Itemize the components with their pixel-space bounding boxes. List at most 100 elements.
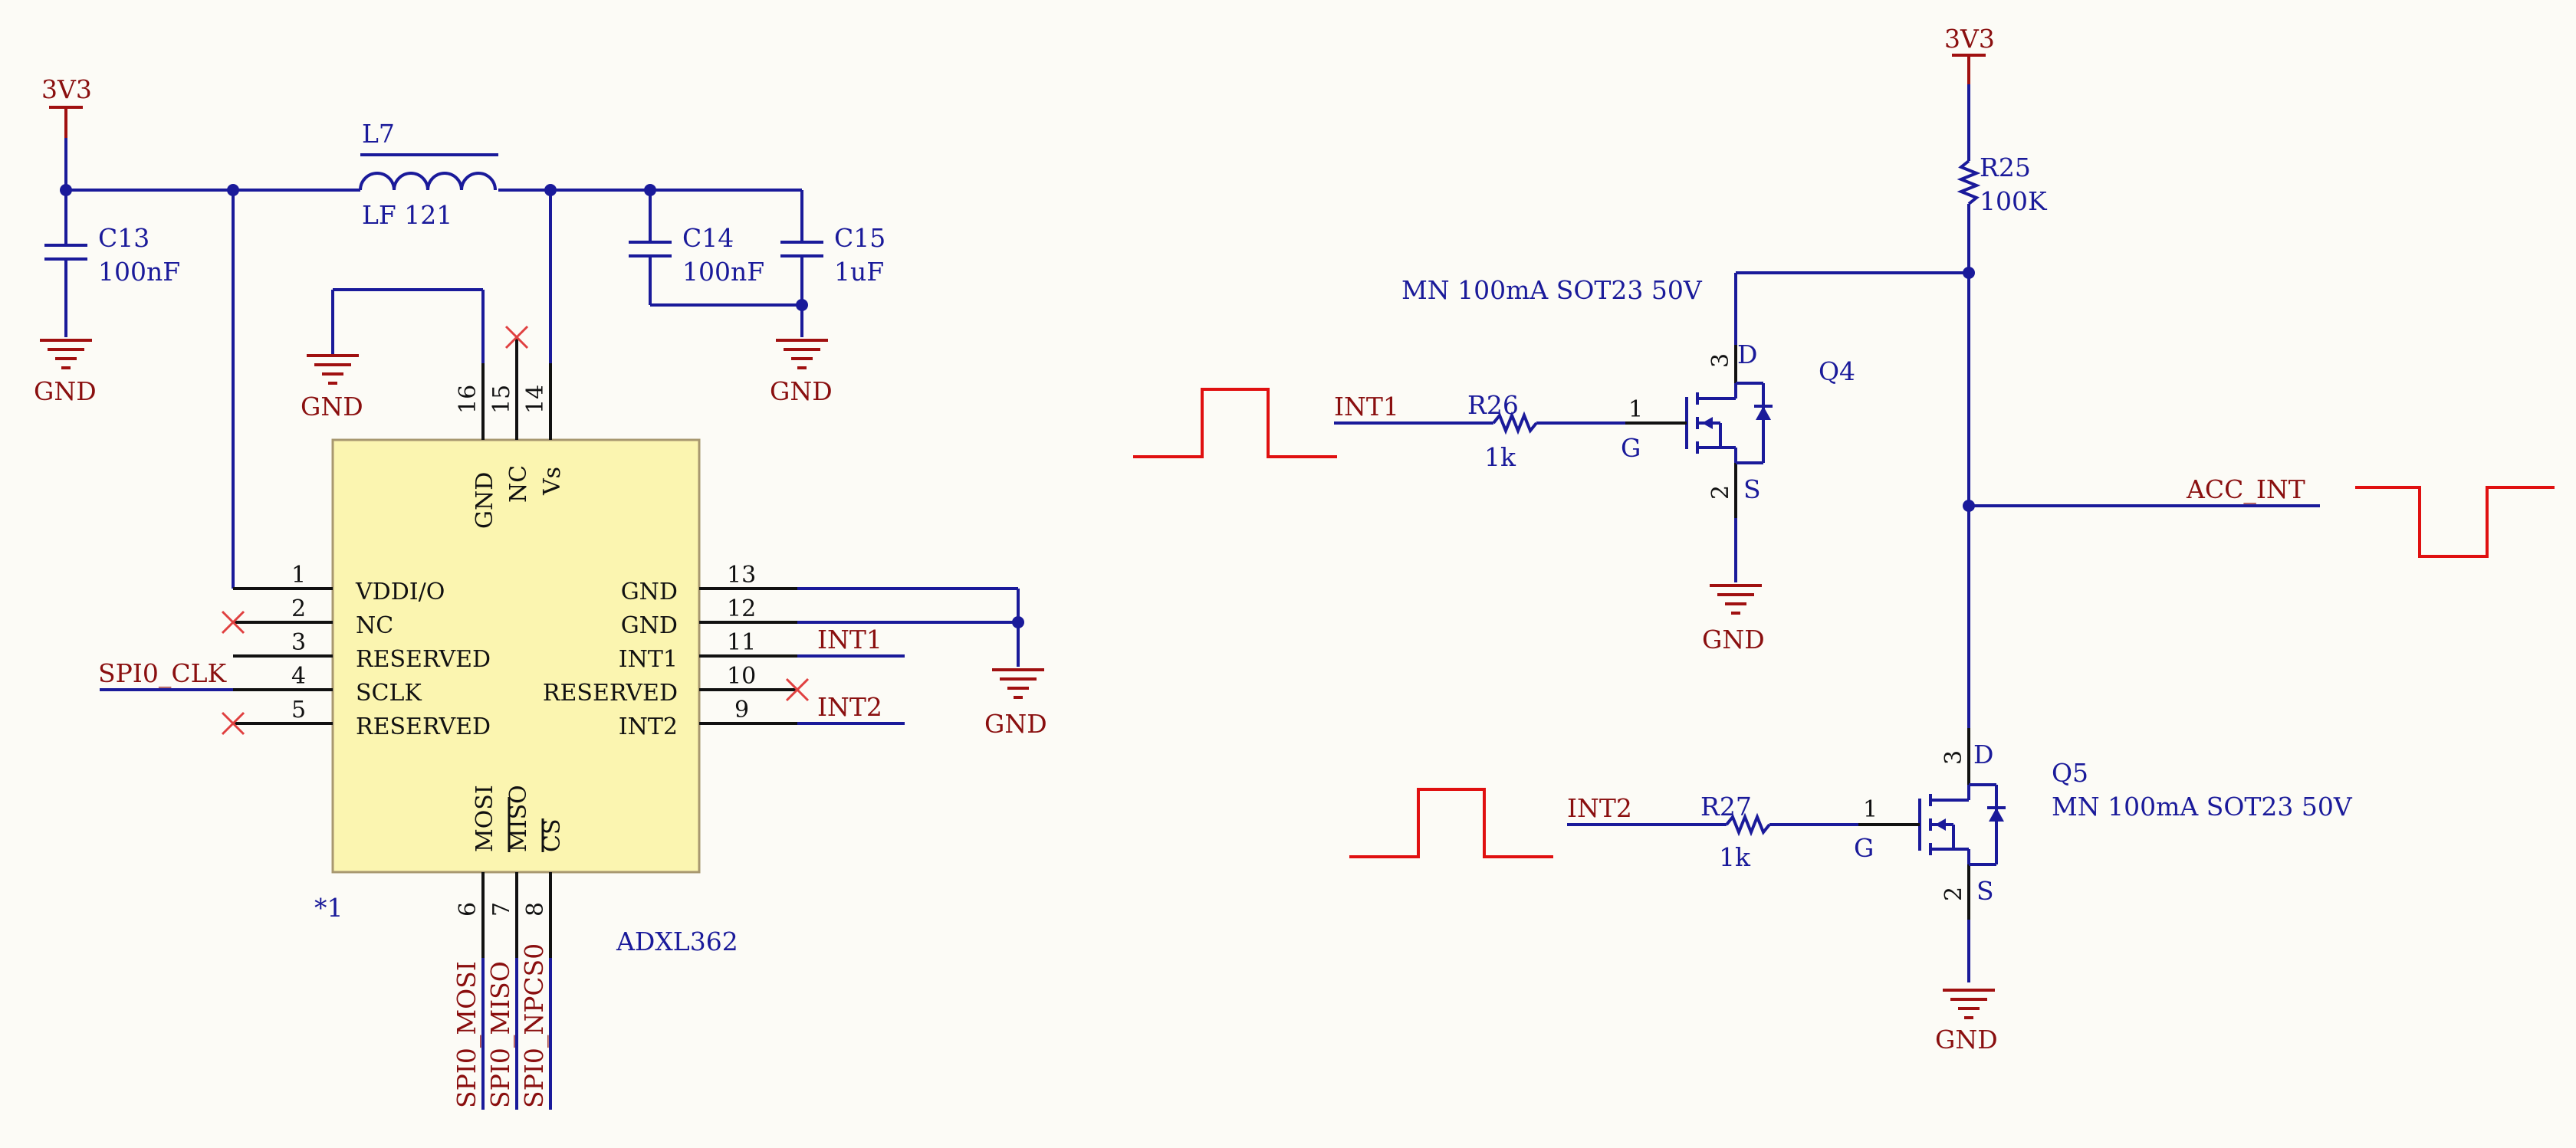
no-connect-markers xyxy=(221,325,810,736)
svg-text:D: D xyxy=(1973,740,1993,769)
capacitor-c14: C14 100nF xyxy=(629,223,764,287)
svg-text:6: 6 xyxy=(455,902,481,917)
svg-text:2: 2 xyxy=(1707,485,1734,500)
svg-text:INT1: INT1 xyxy=(619,646,678,673)
svg-text:100K: 100K xyxy=(1980,186,2048,216)
svg-text:C15: C15 xyxy=(834,223,886,253)
vcc-symbol-right: 3V3 xyxy=(1944,24,1995,84)
svg-text:C14: C14 xyxy=(682,223,734,253)
svg-text:ACC_INT: ACC_INT xyxy=(2186,474,2305,505)
svg-text:SPI0_CLK: SPI0_CLK xyxy=(98,658,228,689)
svg-text:14: 14 xyxy=(522,385,549,414)
vcc-rail-wires xyxy=(60,138,808,590)
svg-text:SPI0_MISO: SPI0_MISO xyxy=(485,961,516,1108)
svg-text:C13: C13 xyxy=(98,223,150,253)
svg-text:GND: GND xyxy=(621,612,678,639)
svg-text:GND: GND xyxy=(770,376,833,406)
svg-text:*1: *1 xyxy=(314,893,343,923)
svg-text:SCLK: SCLK xyxy=(356,680,422,707)
waveform-acc-int xyxy=(2355,486,2555,558)
svg-text:1: 1 xyxy=(1863,796,1878,823)
svg-text:MN 100mA SOT23 50V: MN 100mA SOT23 50V xyxy=(2052,792,2353,822)
svg-text:4: 4 xyxy=(291,663,306,690)
svg-text:GND: GND xyxy=(472,472,498,529)
gnd-wire-pin16 xyxy=(331,288,485,363)
svg-text:11: 11 xyxy=(727,629,756,656)
waveform-int2 xyxy=(1349,788,1553,858)
svg-text:R26: R26 xyxy=(1467,390,1519,420)
svg-text:GND: GND xyxy=(34,376,97,406)
svg-text:RESERVED: RESERVED xyxy=(356,713,491,740)
svg-text:3V3: 3V3 xyxy=(41,74,92,104)
resistor-r25: R25 100K xyxy=(1957,84,2048,273)
svg-text:Vs: Vs xyxy=(539,467,566,496)
svg-text:G: G xyxy=(1621,433,1641,463)
svg-text:1: 1 xyxy=(1628,396,1643,423)
svg-text:INT2: INT2 xyxy=(1567,793,1632,823)
svg-text:INT1: INT1 xyxy=(817,625,882,654)
svg-text:GND: GND xyxy=(301,392,363,421)
svg-text:INT2: INT2 xyxy=(817,692,882,722)
ic-adxl362: 1 2 3 4 5 VDDI/O NC RESERVED SCLK RESERV… xyxy=(233,337,797,958)
svg-text:1: 1 xyxy=(291,562,306,589)
waveform-int1 xyxy=(1133,388,1337,458)
svg-text:13: 13 xyxy=(727,562,756,589)
svg-text:RESERVED: RESERVED xyxy=(543,680,678,707)
svg-text:1k: 1k xyxy=(1719,842,1751,872)
svg-text:MN 100mA SOT23 50V: MN 100mA SOT23 50V xyxy=(1401,275,1703,305)
gnd-symbol-q4: GND xyxy=(1702,584,1765,654)
gnd-symbol-c13: GND xyxy=(34,339,97,406)
svg-text:L7: L7 xyxy=(362,119,395,149)
svg-text:8: 8 xyxy=(522,902,549,917)
svg-text:12: 12 xyxy=(727,595,756,622)
svg-text:NC: NC xyxy=(356,612,393,639)
svg-text:100nF: 100nF xyxy=(682,257,764,287)
svg-text:9: 9 xyxy=(734,697,749,723)
svg-text:S: S xyxy=(1743,474,1761,504)
svg-text:3: 3 xyxy=(1707,353,1734,368)
svg-text:SPI0_NPCS0: SPI0_NPCS0 xyxy=(519,943,550,1108)
svg-text:GND: GND xyxy=(1935,1025,1998,1055)
svg-text:16: 16 xyxy=(455,385,481,414)
svg-text:3V3: 3V3 xyxy=(1944,24,1995,54)
svg-text:Q4: Q4 xyxy=(1819,356,1855,386)
vcc-symbol-left: 3V3 xyxy=(41,74,92,138)
svg-text:LF 121: LF 121 xyxy=(362,200,452,230)
svg-text:R25: R25 xyxy=(1980,153,2031,182)
svg-text:7: 7 xyxy=(488,902,515,917)
svg-text:SPI0_MOSI: SPI0_MOSI xyxy=(452,961,482,1108)
svg-text:1k: 1k xyxy=(1484,442,1516,472)
svg-text:ADXL362: ADXL362 xyxy=(616,927,738,956)
svg-text:INT2: INT2 xyxy=(619,713,678,740)
net-spi-clk: SPI0_CLK xyxy=(98,658,233,691)
svg-text:100nF: 100nF xyxy=(98,257,180,287)
svg-text:MOSI: MOSI xyxy=(472,785,498,852)
svg-text:5: 5 xyxy=(291,697,306,723)
resistor-r26: R26 1k INT1 xyxy=(1334,390,1625,472)
capacitor-c15: C15 1uF xyxy=(780,223,886,287)
svg-text:D: D xyxy=(1737,339,1757,369)
transistor-q5: 3 2 1 D S G Q5 MN 100mA SOT23 50V xyxy=(1854,728,2353,982)
net-int2-ic: INT2 xyxy=(797,692,905,725)
svg-text:GND: GND xyxy=(984,709,1047,739)
svg-text:S: S xyxy=(1976,876,1994,906)
net-int1-ic: INT1 xyxy=(797,625,905,658)
ic-right-gnd-wires xyxy=(797,587,1024,667)
svg-text:15: 15 xyxy=(488,385,515,414)
svg-text:Q5: Q5 xyxy=(2052,758,2088,788)
svg-text:GND: GND xyxy=(621,579,678,605)
gnd-symbol-c15: GND xyxy=(770,339,833,406)
svg-text:3: 3 xyxy=(291,629,306,656)
svg-text:10: 10 xyxy=(727,663,756,690)
acc-int-node: ACC_INT xyxy=(1736,267,2320,728)
transistor-q4: 3 2 1 D S G Q4 MN 100mA SOT23 50V xyxy=(1401,273,1855,582)
inductor-l7: L7 LF 121 xyxy=(359,119,498,230)
svg-text:VDDI/O: VDDI/O xyxy=(355,579,445,605)
svg-text:2: 2 xyxy=(1940,887,1967,901)
svg-text:INT1: INT1 xyxy=(1334,392,1399,421)
gnd-symbol-ic-right: GND xyxy=(984,668,1047,739)
gnd-symbol-q5: GND xyxy=(1935,989,1998,1055)
svg-text:NC: NC xyxy=(505,465,532,503)
svg-text:2: 2 xyxy=(291,595,306,622)
svg-text:1uF: 1uF xyxy=(834,257,884,287)
